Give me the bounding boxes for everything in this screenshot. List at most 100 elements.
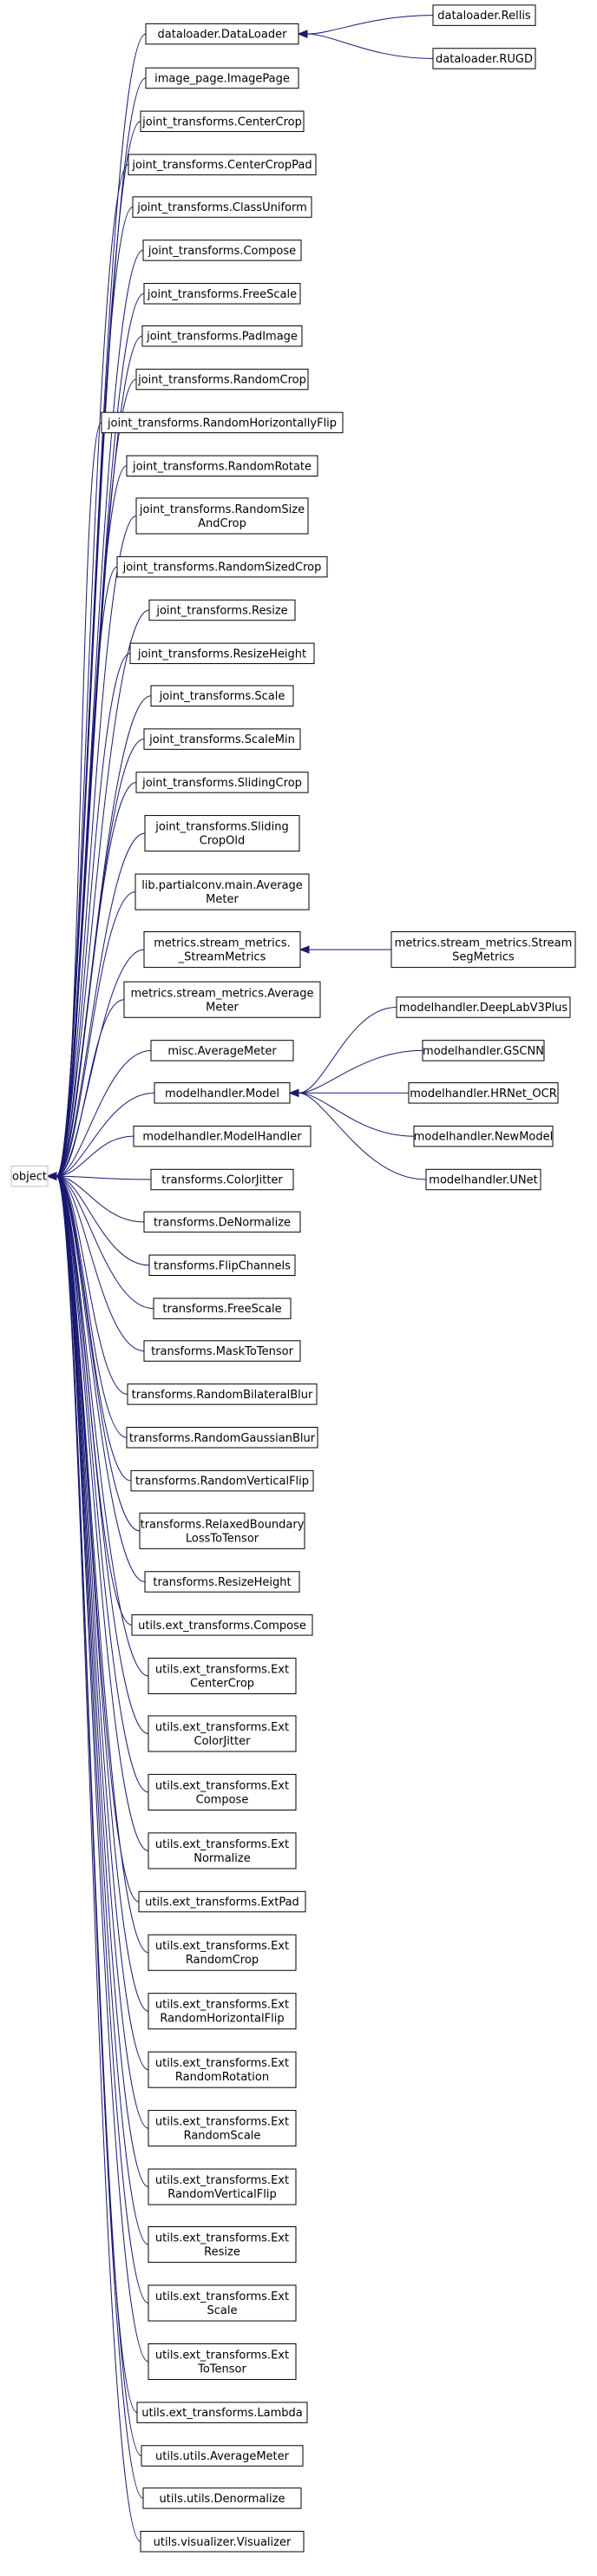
class-node-u-compose[interactable]: utils.ext_transforms.Compose (131, 1614, 313, 1636)
class-node-u-extpad[interactable]: utils.ext_transforms.ExtPad (138, 1890, 306, 1913)
class-node-u-lambda[interactable]: utils.ext_transforms.Lambda (136, 2402, 308, 2423)
class-node-box (10, 1165, 49, 1187)
class-node-ms-avgmeter[interactable]: metrics.stream_metrics.AverageMeter (123, 981, 321, 1018)
class-node-imgpage[interactable]: image_page.ImagePage (145, 67, 299, 89)
class-node-dl[interactable]: dataloader.DataLoader (145, 23, 299, 45)
edge-t-rbilateral-to-object (56, 1175, 128, 1395)
class-node-rellis[interactable]: dataloader.Rellis (432, 4, 536, 26)
class-node-mh-hrnet[interactable]: modelhandler.HRNet_OCR (408, 1082, 559, 1104)
class-node-box (148, 2343, 297, 2381)
class-node-label: utils.ext_transforms.Ext (155, 1940, 289, 1953)
class-node-mh-handler[interactable]: modelhandler.ModelHandler (133, 1125, 312, 1147)
class-node-box (135, 497, 309, 535)
class-node-box (140, 2531, 305, 2553)
class-node-object[interactable]: object (10, 1165, 49, 1187)
class-node-box (148, 1773, 297, 1810)
class-node-mh-unet[interactable]: modelhandler.UNet (425, 1168, 541, 1191)
class-node-box (126, 455, 318, 477)
class-node-jt-randomcrop[interactable]: joint_transforms.RandomCrop (135, 368, 309, 391)
class-node-t-freescale[interactable]: transforms.FreeScale (153, 1298, 292, 1319)
class-node-label: joint_transforms.Sliding (154, 821, 288, 834)
class-node-box (148, 1657, 297, 1695)
class-node-label: CenterCrop (190, 1677, 254, 1690)
class-node-jt-centercrop[interactable]: joint_transforms.CenterCrop (140, 110, 305, 133)
class-node-label: utils.ext_transforms.Ext (155, 1779, 289, 1792)
class-node-t-rgaussian[interactable]: transforms.RandomGaussianBlur (126, 1427, 318, 1449)
class-node-rugd[interactable]: dataloader.RUGD (432, 48, 536, 69)
edge-rugd-to-dl (306, 33, 434, 59)
class-node-mh-gscnn[interactable]: modelhandler.GSCNN (422, 1040, 545, 1061)
class-node-jt-freescale[interactable]: joint_transforms.FreeScale (143, 283, 301, 305)
class-node-label: AndCrop (198, 517, 246, 530)
class-node-jt-randomrotate[interactable]: joint_transforms.RandomRotate (126, 455, 318, 477)
class-node-mh-deeplab[interactable]: modelhandler.DeepLabV3Plus (396, 996, 571, 1018)
class-node-box (148, 2168, 297, 2205)
edge-t-resizeheight-to-object (56, 1175, 146, 1582)
class-node-t-resizeheight[interactable]: transforms.ResizeHeight (144, 1571, 300, 1593)
class-node-box (144, 1571, 300, 1593)
class-node-box (432, 4, 536, 26)
arrowhead-uv-visualizer-to-object (46, 1172, 57, 1180)
class-node-label: utils.ext_transforms.Ext (155, 2232, 289, 2245)
inheritance-edges (46, 15, 434, 2542)
class-node-t-flipchannels[interactable]: transforms.FlipChannels (148, 1254, 296, 1277)
class-node-u-rvflip[interactable]: utils.ext_transforms.ExtRandomVerticalFl… (148, 2168, 297, 2205)
class-node-t-rvflip[interactable]: transforms.RandomVerticalFlip (130, 1469, 314, 1492)
class-node-jt-compose[interactable]: joint_transforms.Compose (142, 240, 302, 261)
class-node-box (143, 728, 301, 750)
class-node-t-masktotensor[interactable]: transforms.MaskToTensor (143, 1340, 301, 1362)
class-node-t-colorjitter[interactable]: transforms.ColorJitter (150, 1168, 294, 1191)
class-node-jt-rsizedcrop[interactable]: joint_transforms.RandomSizedCrop (116, 555, 328, 578)
class-node-t-denormalize[interactable]: transforms.DeNormalize (143, 1211, 301, 1233)
class-node-jt-resizeheight[interactable]: joint_transforms.ResizeHeight (129, 642, 315, 665)
edge-jt-slidingcrop-to-object (56, 781, 137, 1177)
class-node-lib-avgmeter[interactable]: lib.partialconv.main.AverageMeter (134, 873, 310, 910)
class-node-t-rbilateral[interactable]: transforms.RandomBilateralBlur (127, 1383, 318, 1405)
class-node-jt-scalemin[interactable]: joint_transforms.ScaleMin (143, 728, 301, 750)
class-node-label: utils.ext_transforms.Ext (155, 2349, 289, 2362)
class-node-label: utils.utils.Denormalize (160, 2493, 285, 2506)
class-node-uu-avgmeter[interactable]: utils.utils.AverageMeter (141, 2445, 304, 2467)
class-node-jt-resize[interactable]: joint_transforms.Resize (148, 599, 296, 621)
class-node-label: joint_transforms.FreeScale (147, 288, 297, 301)
class-node-misc-avgmeter[interactable]: misc.AverageMeter (150, 1040, 294, 1061)
class-node-jt-centercroppad[interactable]: joint_transforms.CenterCropPad (128, 154, 317, 175)
class-node-mh-model[interactable]: modelhandler.Model (154, 1082, 291, 1104)
class-node-label: transforms.MaskToTensor (151, 1345, 294, 1358)
class-node-jt-padimage[interactable]: joint_transforms.PadImage (141, 325, 303, 347)
class-node-label: metrics.stream_metrics.Stream (395, 937, 573, 950)
class-node-box (153, 1298, 292, 1319)
class-node-mh-newmodel[interactable]: modelhandler.NewModel (413, 1125, 554, 1147)
class-node-jt-rhflip[interactable]: joint_transforms.RandomHorizontallyFlip (101, 411, 344, 434)
class-node-uu-denormalize[interactable]: utils.utils.Denormalize (142, 2487, 302, 2509)
class-node-jt-slidingcrop[interactable]: joint_transforms.SlidingCrop (135, 772, 309, 793)
class-node-label: transforms.RandomBilateralBlur (132, 1389, 313, 1402)
class-node-u-rhflip[interactable]: utils.ext_transforms.ExtRandomHorizontal… (148, 1993, 297, 2030)
class-node-jt-scale[interactable]: joint_transforms.Scale (150, 685, 294, 706)
class-node-label: transforms.RandomGaussianBlur (129, 1432, 316, 1445)
class-node-label: SegMetrics (452, 951, 515, 964)
arrowhead-ms-streamseg-to-ms-stream (298, 945, 310, 954)
class-node-label: joint_transforms.ClassUniform (136, 201, 307, 214)
class-node-label: misc.AverageMeter (167, 1045, 277, 1058)
class-node-box (148, 1715, 297, 1752)
class-node-ms-stream[interactable]: metrics.stream_metrics._StreamMetrics (143, 931, 301, 969)
class-node-label: utils.ext_transforms.Compose (138, 1620, 306, 1633)
class-node-jt-classuniform[interactable]: joint_transforms.ClassUniform (132, 196, 312, 218)
class-node-uv-visualizer[interactable]: utils.visualizer.Visualizer (140, 2531, 305, 2553)
